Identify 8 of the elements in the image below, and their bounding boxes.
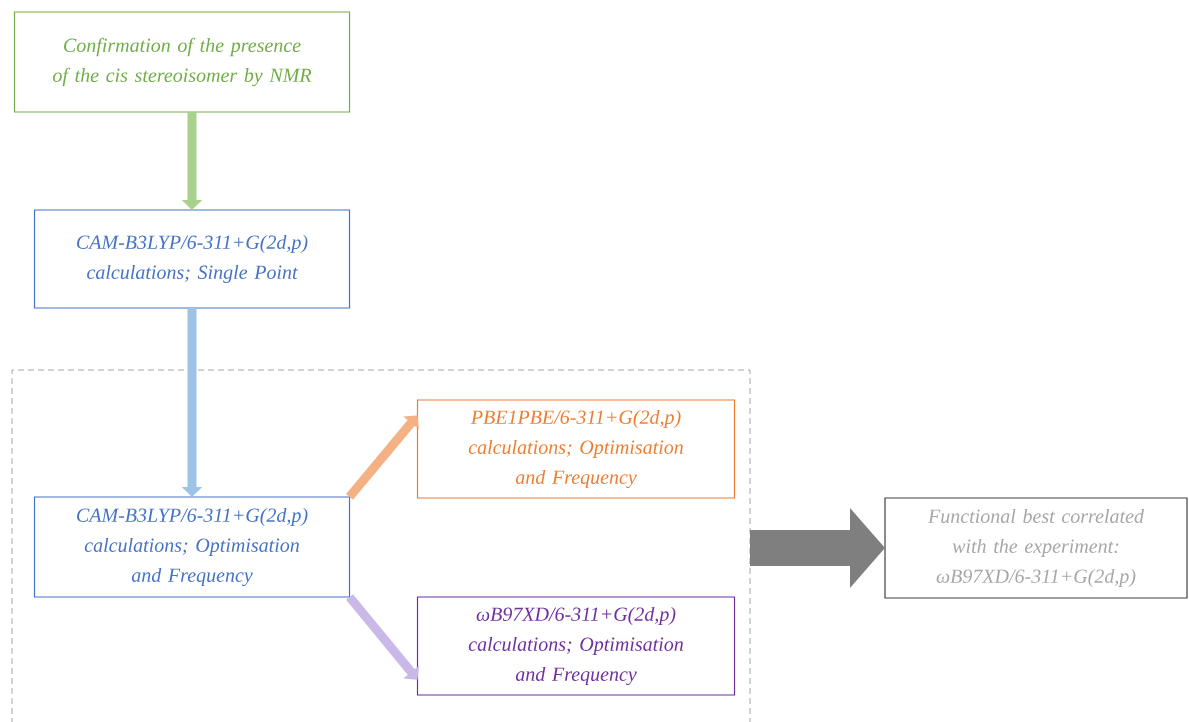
arrow xyxy=(346,594,420,680)
process-box: CAM-B3LYP/6-311+G(2d,p) calculations; Single Point xyxy=(33,209,351,309)
dashed-group-frame xyxy=(11,369,751,722)
process-box: CAM-B3LYP/6-311+G(2d,p) calculations; Optimisation and Frequency xyxy=(33,496,351,598)
process-box: PBE1PBE/6-311+G(2d,p) calculations; Optimisation and Frequency xyxy=(416,399,736,499)
process-box: ωB97XD/6-311+G(2d,p) calculations; Optimisation and Frequency xyxy=(416,596,736,696)
process-box: Functional best correlated with the experiment: ωB97XD/6-311+G(2d,p) xyxy=(884,497,1188,599)
process-box: Confirmation of the presence of the cis stereoisomer by NMR xyxy=(13,11,351,113)
